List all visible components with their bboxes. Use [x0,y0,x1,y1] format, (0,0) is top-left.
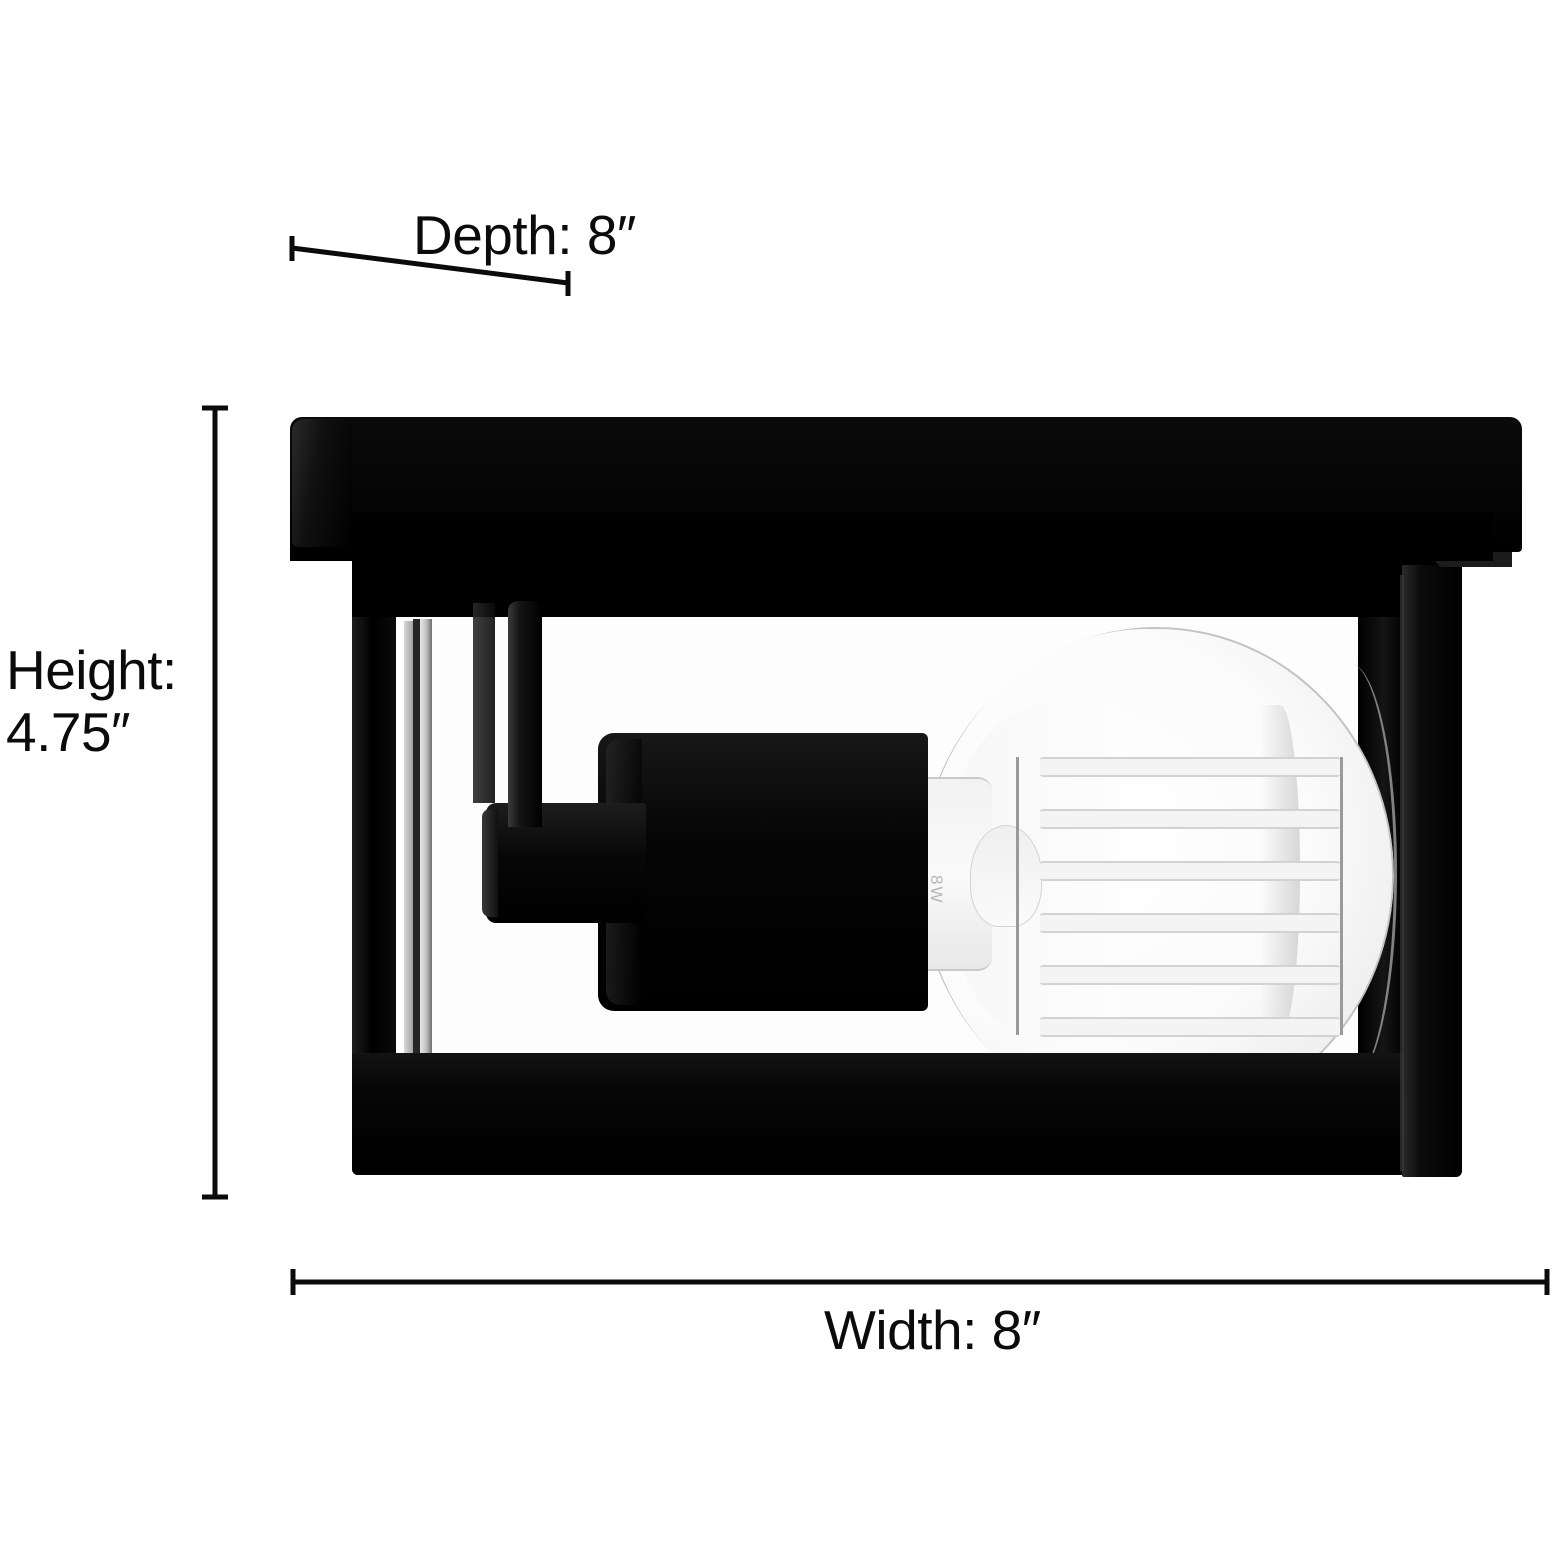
height-label-line2: 4.75″ [6,700,131,763]
bulb-filament [1040,809,1340,829]
canopy-left-bevel [292,419,352,547]
glass-edge-highlight [420,619,432,1055]
height-dimension-label: Height:4.75″ [6,639,177,763]
glass-inner-post [413,619,421,1055]
depth-dimension-label: Depth: 8″ [413,204,636,266]
bulb-lead-wire [1340,757,1343,1035]
glass-edge-secondary [404,621,413,1053]
bulb-filament [1040,1017,1340,1037]
bulb-glass-stem [970,825,1042,927]
bulb-etched-print: 8W [927,875,946,905]
fixture-right-post-seam [1400,575,1404,1171]
socket-stem-cap [482,809,498,917]
support-rod-rear [473,603,495,803]
support-rod [508,601,542,827]
bulb-filament [1040,913,1340,933]
width-dimension-label: Width: 8″ [824,1299,1041,1361]
bulb-rim-highlight [1302,663,1397,1083]
bulb-lead-wire [1016,757,1019,1035]
bulb-socket [598,733,928,1011]
canopy-front-face [290,513,1493,561]
height-dimension-line [202,405,228,1200]
height-label-line1: Height: [6,639,177,701]
bulb-filament [1040,965,1340,985]
bulb-filament [1040,861,1340,881]
fixture-right-post [1402,565,1462,1177]
depth-dimension-line [289,236,571,296]
fixture-bottom-rail [352,1053,1462,1175]
light-fixture-image: 8W [280,405,1525,1180]
bulb-filament [1040,757,1340,777]
width-dimension-line [290,1269,1550,1295]
